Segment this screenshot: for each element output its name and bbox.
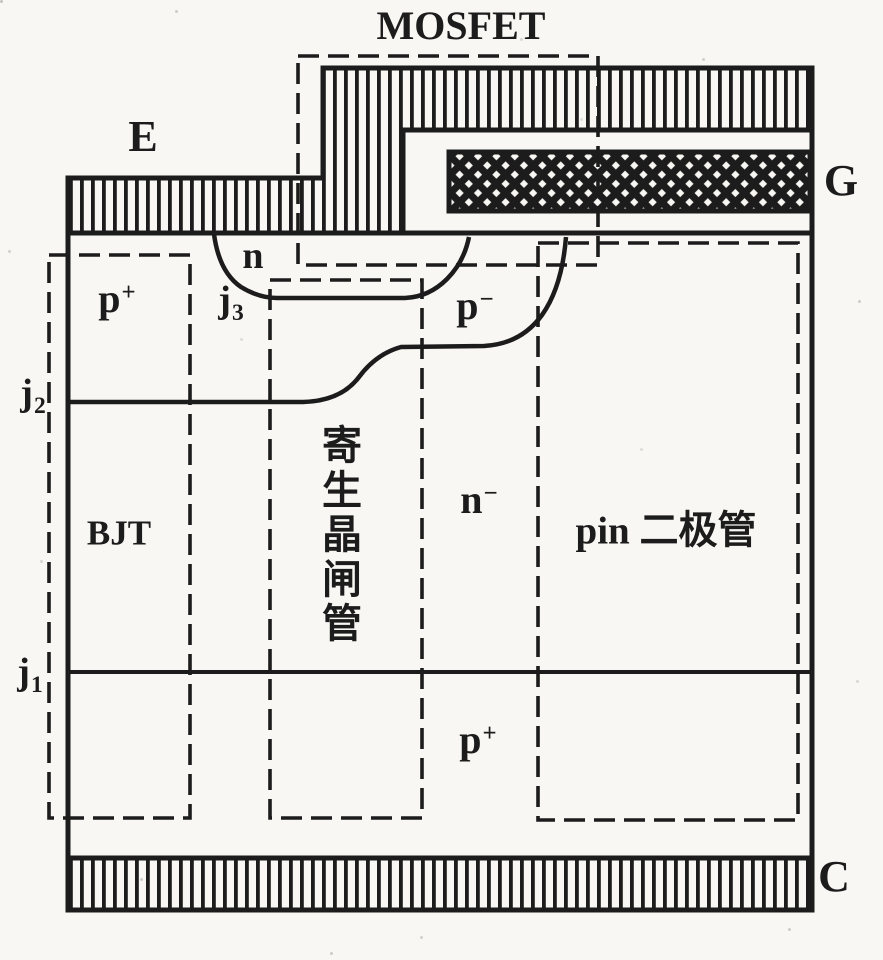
pin-diode-dashed-box — [536, 241, 800, 822]
pin-diode-label: pin 二极管 — [575, 509, 757, 553]
bjt-dashed-box — [47, 253, 192, 820]
mosfet-dashed-box — [296, 54, 600, 267]
p-plus-substrate-superscript: + — [482, 719, 497, 747]
parasitic-thyristor-label: 寄生晶闸管 — [322, 423, 362, 646]
n-minus-drift-region-label: n− — [460, 480, 497, 520]
j3-base: j — [218, 278, 231, 321]
bjt-label: BJT — [86, 513, 152, 553]
mosfet-label: MOSFET — [376, 3, 546, 48]
junction-j2-label: j2 — [20, 374, 45, 418]
p-plus-body-superscript: + — [121, 278, 136, 306]
p-minus-base: p — [456, 283, 479, 328]
junction-j1-label: j1 — [17, 653, 42, 697]
p-minus-base-region-label: p− — [456, 286, 493, 326]
emitter-terminal-label: E — [128, 112, 158, 161]
n-minus-superscript: − — [483, 479, 498, 507]
j2-subscript: 2 — [33, 392, 46, 419]
p-plus-body-base: p — [98, 276, 121, 321]
parasitic-thyristor-dashed-box — [268, 278, 424, 820]
p-plus-substrate-base: p — [459, 717, 482, 762]
j2-base: j — [20, 371, 33, 414]
n-source-region-label: n — [242, 235, 264, 277]
n-minus-base: n — [460, 477, 483, 522]
junction-j3-curve — [211, 233, 472, 301]
p-plus-body-region-label: p+ — [98, 279, 135, 319]
j3-subscript: 3 — [231, 299, 244, 326]
collector-terminal-label: C — [818, 852, 850, 901]
junction-j2-curve — [68, 236, 569, 405]
junction-j3-label: j3 — [218, 281, 243, 325]
gate-terminal-label: G — [823, 156, 859, 205]
gate-electrode — [446, 149, 813, 214]
collector-metal — [65, 855, 815, 913]
j1-base: j — [17, 650, 30, 693]
p-plus-substrate-region-label: p+ — [459, 720, 496, 760]
j1-subscript: 1 — [30, 671, 43, 698]
scan-noise-specks — [0, 0, 3, 3]
p-minus-superscript: − — [479, 285, 494, 313]
